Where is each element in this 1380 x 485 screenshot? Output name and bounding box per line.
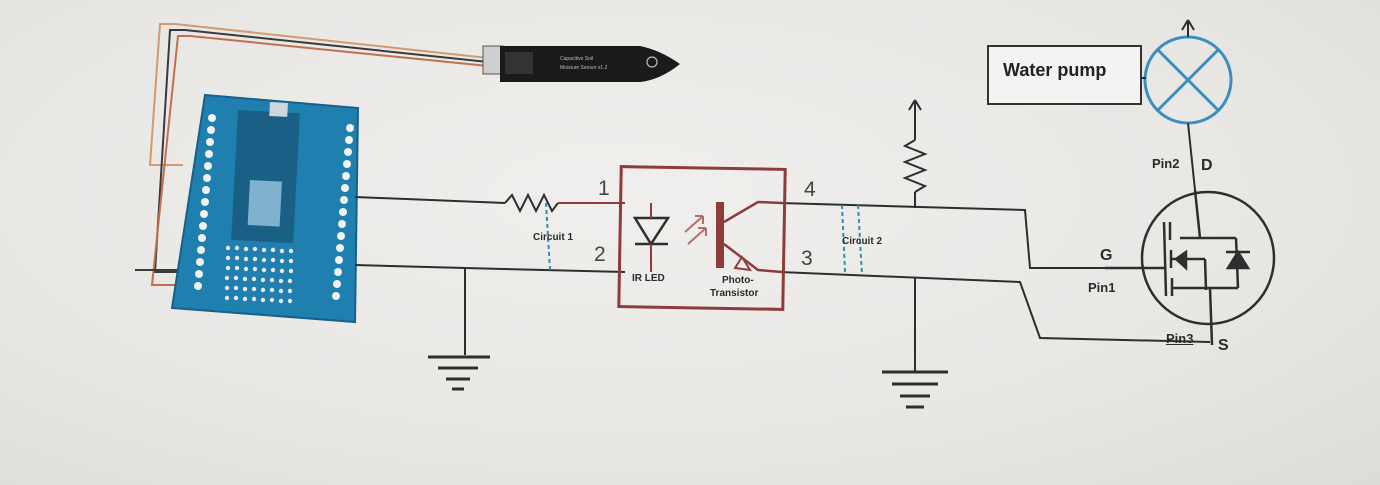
opto-pin-4: 4 <box>804 178 816 201</box>
water-pump-label: Water pump <box>987 45 1142 105</box>
vcc-arrow <box>908 99 922 111</box>
sensor-wires <box>135 23 489 286</box>
microcontroller-board <box>170 93 360 324</box>
soil-moisture-sensor: Capacitive Soil Moisture Sensor v1.2 <box>482 45 680 82</box>
ground-symbol-right <box>882 370 948 409</box>
signal-wires <box>354 100 1211 372</box>
pin1-label: Pin1 <box>1088 280 1116 295</box>
opto-pin-1: 1 <box>598 177 610 200</box>
optocoupler <box>617 165 787 311</box>
phototransistor-label-line1: Photo- <box>722 275 754 286</box>
pin2-label: Pin2 <box>1152 156 1180 171</box>
phototransistor-label-line2: Transistor <box>710 288 759 299</box>
opto-pin-3: 3 <box>801 247 813 270</box>
opto-pin-2: 2 <box>594 243 606 266</box>
svg-text:Capacitive Soil: Capacitive Soil <box>560 56 593 62</box>
pin3-label: Pin3 <box>1166 331 1194 346</box>
ir-led-label: IR LED <box>632 273 665 284</box>
source-label: S <box>1218 337 1229 354</box>
ground-symbol-left <box>428 355 490 391</box>
svg-text:Moisture Sensor v1.2: Moisture Sensor v1.2 <box>560 65 607 71</box>
circuit1-label: Circuit 1 <box>533 232 574 243</box>
gate-label: G <box>1100 247 1113 264</box>
circuit-markers <box>545 202 863 276</box>
mosfet <box>1105 189 1276 346</box>
pump-symbol <box>1142 19 1233 191</box>
circuit2-label: Circuit 2 <box>842 236 883 247</box>
proto-grid <box>224 245 294 304</box>
drain-label: D <box>1201 157 1213 174</box>
